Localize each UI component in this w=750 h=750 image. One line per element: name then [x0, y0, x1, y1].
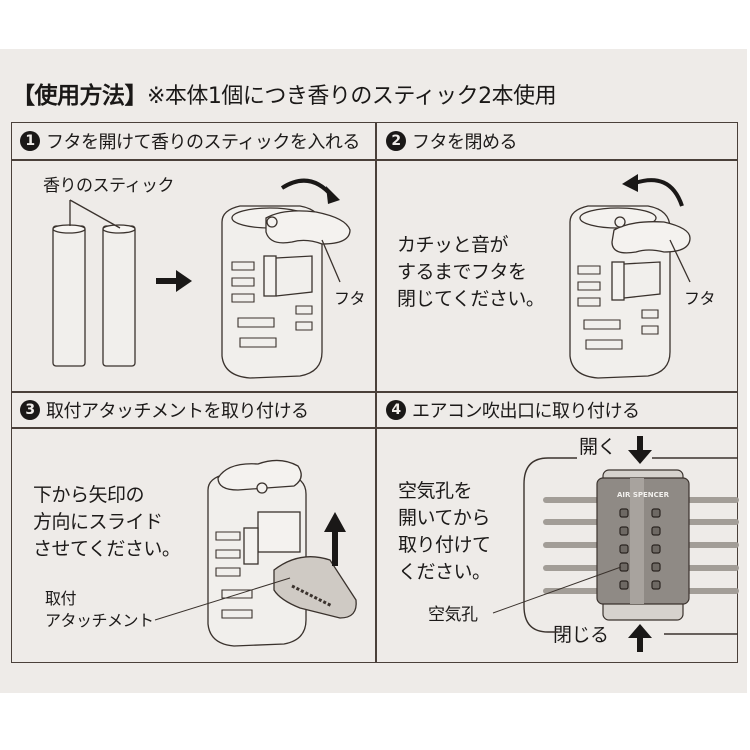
- attachment-label: 取付 アタッチメント: [45, 589, 154, 630]
- title-main: 【使用方法】: [12, 83, 148, 109]
- row-divider: [11, 427, 738, 429]
- step-1-heading: フタを開けて香りのスティックを入れる: [46, 132, 360, 153]
- step-4-header: 4 エアコン吹出口に取り付ける: [386, 393, 640, 427]
- step-4-heading: エアコン吹出口に取り付ける: [412, 401, 640, 422]
- leader-line: [154, 577, 291, 621]
- up-arrow-icon: [628, 624, 652, 652]
- leader-line: [492, 566, 622, 614]
- step-2-instruction: カチッと音が するまでフタを 閉じてください。: [397, 234, 545, 310]
- step-3-instruction: 下から矢印の 方向にスライド させてください。: [33, 484, 181, 560]
- step-number-badge: 1: [20, 131, 40, 151]
- row-divider: [11, 159, 738, 161]
- air-hole-label: 空気孔: [428, 605, 478, 625]
- rotate-arrow-icon: [326, 186, 340, 204]
- step-2-header: 2 フタを閉める: [386, 124, 518, 158]
- lid-label: フタ: [334, 289, 366, 308]
- title-note: ※本体1個につき香りのスティック2本使用: [147, 84, 557, 109]
- step-3-heading: 取付アタッチメントを取り付ける: [46, 401, 309, 422]
- stick-label: 香りのスティック: [43, 176, 174, 196]
- step-4-instruction: 空気孔を 開いてから 取り付けて ください。: [398, 480, 491, 583]
- steps-table: [11, 122, 738, 663]
- diffuser-device-icon: [221, 205, 351, 379]
- step-2-heading: フタを閉める: [412, 132, 518, 153]
- diffuser-device-icon: [207, 459, 357, 647]
- column-divider: [375, 122, 377, 663]
- step-3-header: 3 取付アタッチメントを取り付ける: [20, 393, 309, 427]
- down-arrow-icon: [628, 436, 652, 464]
- close-label: 閉じる: [553, 624, 609, 646]
- page-title: 【使用方法】※本体1個につき香りのスティック2本使用: [12, 76, 557, 110]
- step-1-header: 1 フタを開けて香りのスティックを入れる: [20, 124, 360, 158]
- up-arrow-icon: [324, 512, 346, 566]
- rotate-arrow-icon: [622, 174, 638, 192]
- brand-logo: AIR SPENCER: [617, 491, 670, 499]
- row-divider: [11, 391, 738, 393]
- step-number-badge: 4: [386, 400, 406, 420]
- right-arrow-icon: [156, 270, 192, 292]
- fragrance-stick-icon: [102, 224, 136, 367]
- step-number-badge: 3: [20, 400, 40, 420]
- step-number-badge: 2: [386, 131, 406, 151]
- open-label: 開く: [579, 436, 617, 458]
- fragrance-stick-icon: [52, 224, 86, 367]
- diffuser-device-icon: [569, 178, 691, 379]
- diffuser-front-icon: AIR SPENCER: [596, 469, 690, 621]
- lid-label: フタ: [684, 289, 716, 308]
